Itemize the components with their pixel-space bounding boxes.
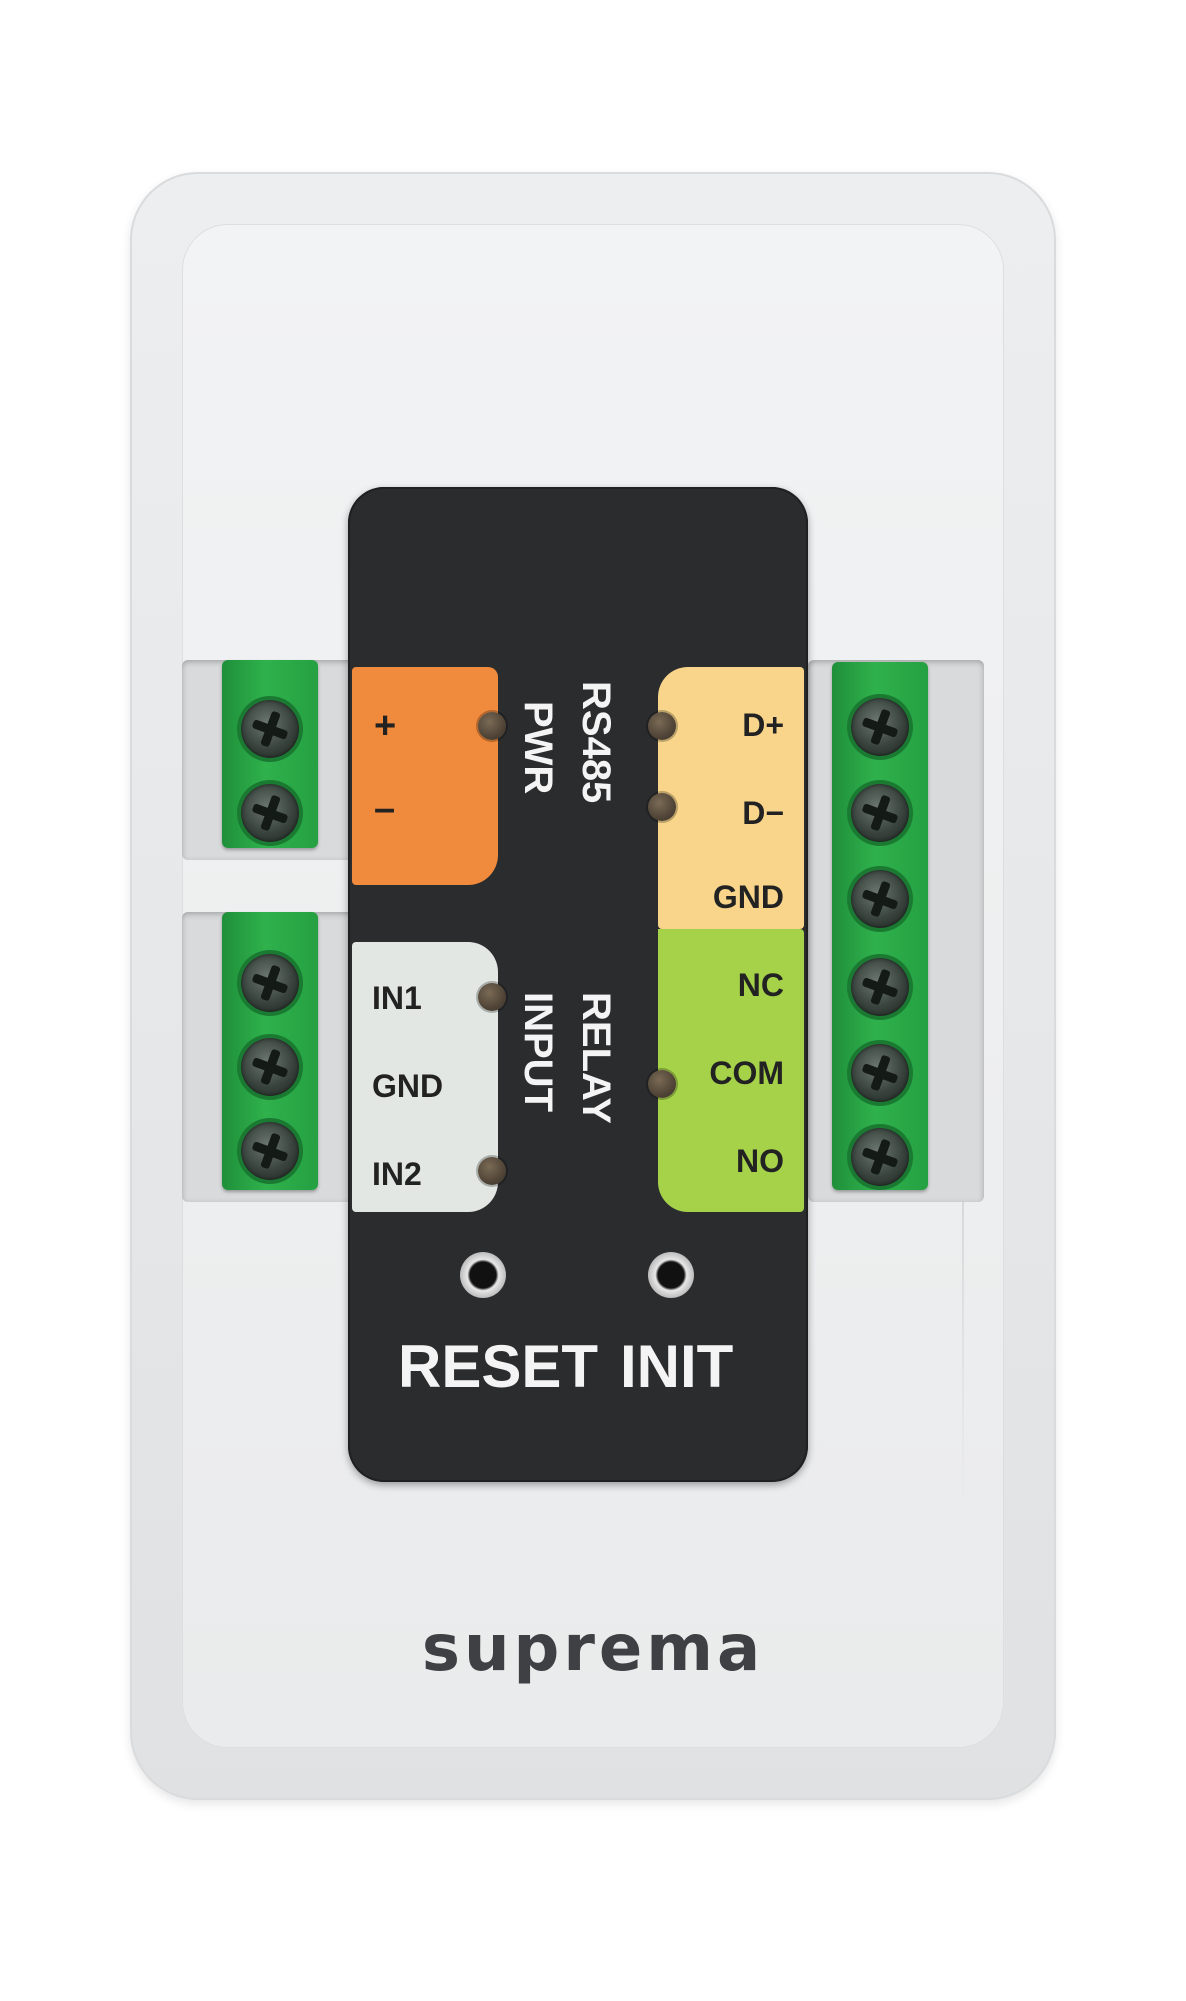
screw-icon[interactable] [851, 698, 909, 756]
init-button[interactable] [648, 1252, 694, 1298]
screw-icon[interactable] [241, 954, 299, 1012]
input-zone: IN1 GND IN2 [352, 942, 498, 1212]
d-minus-label: D− [742, 795, 784, 831]
nc-label: NC [737, 967, 784, 1003]
plus-label: + [374, 705, 397, 747]
input-group-label: INPUT [516, 992, 560, 1112]
screw-icon[interactable] [851, 784, 909, 842]
in1-label: IN1 [372, 980, 422, 1016]
init-label: INIT [620, 1333, 734, 1400]
reset-button[interactable] [460, 1252, 506, 1298]
in2-led-icon [478, 1157, 506, 1185]
power-terminal-block[interactable] [222, 660, 318, 848]
rs485-relay-terminal-block[interactable] [832, 662, 928, 1190]
screw-icon[interactable] [241, 1038, 299, 1096]
relay-group-label: RELAY [574, 992, 618, 1124]
screw-icon[interactable] [241, 1122, 299, 1180]
minus-label: – [374, 788, 396, 830]
screw-icon[interactable] [241, 784, 299, 842]
in2-label: IN2 [372, 1156, 422, 1192]
reset-label: RESET [398, 1333, 599, 1400]
rs485-group-label: RS485 [574, 681, 618, 804]
rs485-zone: D+ D− GND [658, 667, 804, 929]
gnd-label: GND [372, 1068, 444, 1104]
pwr-group-label: PWR [516, 701, 560, 795]
relay-zone: NC COM NO [658, 929, 804, 1212]
rs485-gnd-label: GND [712, 879, 784, 915]
relay-led-icon [648, 1070, 676, 1098]
screw-icon[interactable] [851, 1044, 909, 1102]
pwr-led-icon [478, 712, 506, 740]
brand-logo: suprema [421, 1612, 765, 1686]
d-plus-label: D+ [742, 707, 784, 743]
screw-icon[interactable] [851, 1128, 909, 1186]
screw-icon[interactable] [851, 870, 909, 928]
screw-icon[interactable] [851, 958, 909, 1016]
label-panel: + – IN1 GND IN2 D+ D− GND NC COM NO PWR … [348, 487, 808, 1482]
com-label: COM [709, 1055, 784, 1091]
pwr-zone: + – [352, 667, 498, 885]
screw-icon[interactable] [241, 700, 299, 758]
in1-led-icon [478, 983, 506, 1011]
input-terminal-block[interactable] [222, 912, 318, 1190]
no-label: NO [736, 1143, 784, 1179]
rs485-tx-led-icon [648, 712, 676, 740]
rs485-rx-led-icon [648, 793, 676, 821]
